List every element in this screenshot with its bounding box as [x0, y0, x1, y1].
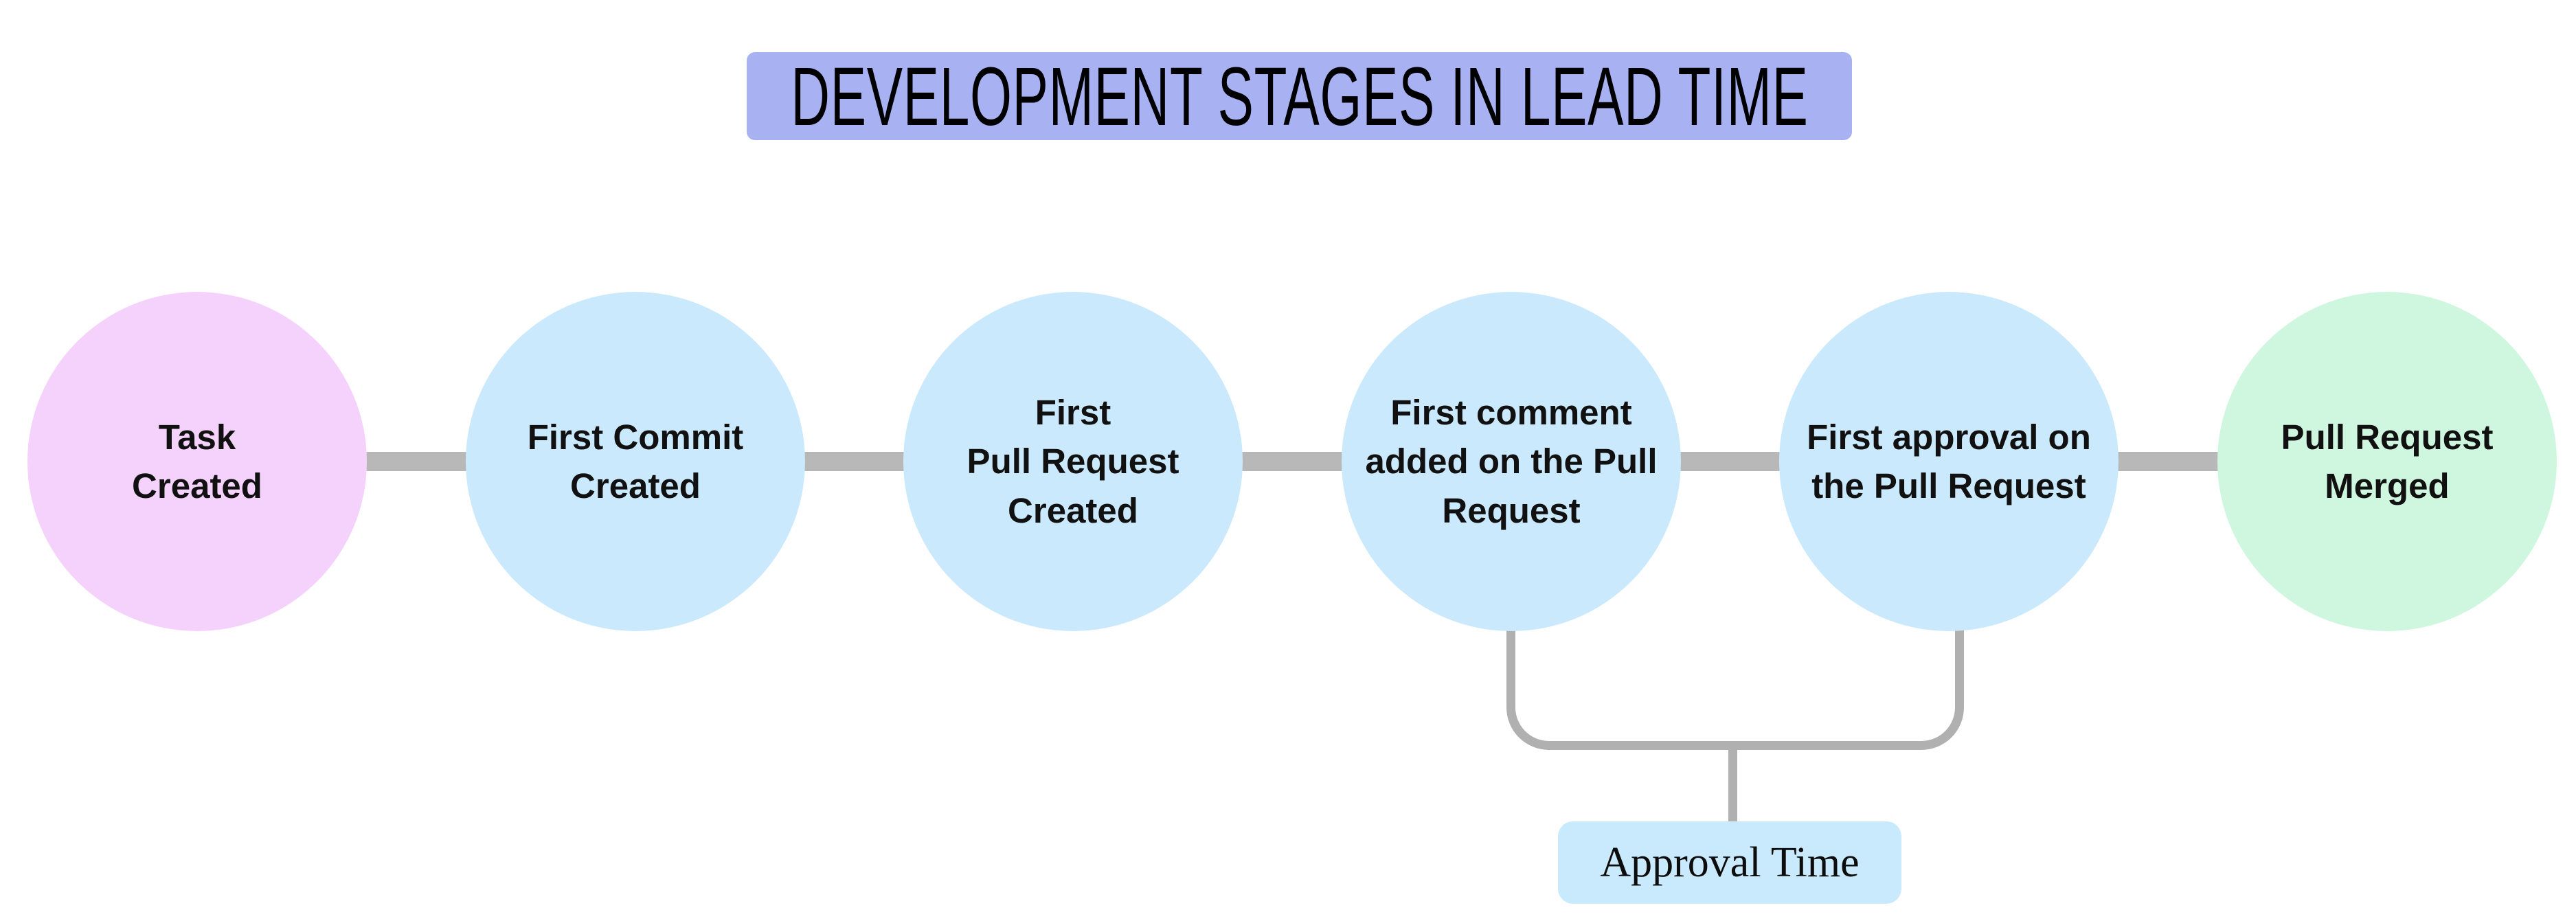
stage-label: First approval on the Pull Request — [1807, 417, 2091, 505]
diagram-title: DEVELOPMENT STAGES IN LEAD TIME — [790, 49, 1809, 143]
stage-label: First comment added on the Pull Request — [1365, 392, 1658, 530]
stage-label: First Pull Request Created — [967, 392, 1179, 530]
stage-node-first-approval: First approval on the Pull Request — [1779, 292, 2119, 631]
stage-label: Pull Request Merged — [2281, 417, 2494, 505]
stage-node-pull-request-merged: Pull Request Merged — [2217, 292, 2557, 631]
stage-node-task-created: Task Created — [27, 292, 367, 631]
stage-node-first-commit-created: First Commit Created — [466, 292, 805, 631]
stage-label: Task Created — [132, 417, 262, 505]
stage-node-first-pull-request-created: First Pull Request Created — [903, 292, 1243, 631]
stage-label: First Commit Created — [527, 417, 744, 505]
approval-time-bracket — [1506, 628, 1964, 750]
approval-time-label: Approval Time — [1600, 839, 1860, 886]
approval-time-badge: Approval Time — [1558, 821, 1901, 904]
stage-node-first-comment-added: First comment added on the Pull Request — [1342, 292, 1681, 631]
title-banner: DEVELOPMENT STAGES IN LEAD TIME — [747, 50, 1852, 143]
approval-time-stem — [1728, 742, 1737, 823]
